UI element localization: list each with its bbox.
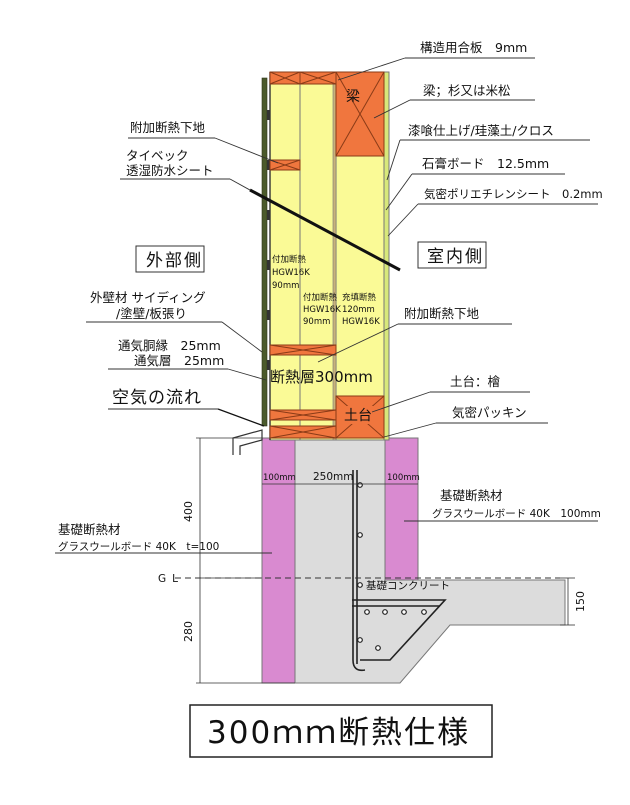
tag-cavity-2: 120mm: [342, 305, 375, 315]
flashing: [232, 429, 263, 455]
tag-inner-1: 付加断熱: [303, 292, 338, 303]
dim-400: 400: [182, 501, 195, 522]
air-flow-arrow: [217, 408, 265, 427]
dim-150-line: [560, 577, 575, 626]
extra-base-mid-label: 附加断熱下地: [404, 306, 480, 321]
exterior-finish: [261, 77, 268, 427]
gl-label: GL: [158, 573, 184, 585]
foundation-insul-right-label-1: 基礎断熱材: [440, 488, 503, 503]
interior-side-box: [417, 241, 487, 269]
rebar: [352, 470, 447, 672]
gypsum-board: [383, 71, 390, 441]
air-flow-label: 空気の流れ: [112, 388, 202, 408]
beam-label: 梁: [346, 89, 362, 105]
dim-100-right: 100mm: [387, 473, 420, 483]
tag-inner-2: HGW16K: [303, 305, 341, 315]
leader-siding-2: [221, 321, 263, 353]
tag-cavity-3: HGW16K: [342, 317, 380, 327]
tag-outer-1: 付加断熱: [272, 254, 307, 265]
leader-extra-base-top-2: [214, 137, 279, 164]
beam: [335, 71, 385, 157]
leader-beam-2: [373, 99, 411, 119]
siding-label-1: 外壁材 サイディング: [90, 290, 206, 305]
beam-spec-label: 梁；杉又は米松: [423, 83, 511, 98]
leader-packing-2: [383, 422, 437, 438]
dim-150: 150: [574, 591, 587, 612]
leader-plaster-2: [386, 139, 401, 181]
insulation-tag-cavity: 充填断熱 120mm HGW16K: [342, 292, 380, 327]
dim-280: 280: [182, 621, 195, 642]
exterior-side-label: 外部側: [146, 251, 203, 271]
sill-spec-label: 土台：檜: [450, 374, 501, 389]
extra-base-top-label: 附加断熱下地: [130, 120, 206, 135]
extra-insulation-inner: [299, 71, 337, 441]
siding-label-2: /塗壁/板張り: [116, 306, 187, 321]
tag-inner-3: 90mm: [303, 317, 330, 327]
page-title: 300ｍｍ断熱仕様: [207, 715, 470, 751]
tyvek-arrow: [249, 188, 401, 272]
air-layer-label: 通気層 25mm: [134, 353, 224, 368]
insulation-tag-outer: 付加断熱 HGW16K 90mm: [272, 254, 310, 291]
tag-cavity-1: 充填断熱: [342, 292, 377, 303]
sill-label-box: [341, 406, 379, 424]
dim-250: 250mm: [313, 471, 354, 483]
leader-sill-2: [371, 391, 431, 413]
airtight-sheet-label: 気密ポリエチレンシート 0.2mm: [424, 187, 603, 201]
foundation-insul-left-label-1: 基礎断熱材: [58, 522, 121, 537]
leader-plywood-2: [337, 57, 406, 81]
furring-label: 通気胴縁 25mm: [118, 338, 221, 353]
tyvek-label-1: タイベック: [126, 148, 189, 163]
plywood-label: 構造用合板 9mm: [420, 40, 527, 55]
concrete-label: 基礎コンクリート: [366, 579, 450, 592]
insulation-layer-label: 断熱層300mm: [270, 368, 373, 386]
sill-label: 土台: [344, 408, 372, 424]
insulation-tag-inner: 付加断熱 HGW16K 90mm: [303, 292, 341, 327]
interior-side-label: 室内側: [427, 247, 484, 267]
foundation-insul-right-label-2: グラスウールボード 40K 100mm: [432, 507, 601, 520]
leader-gypsum-2: [385, 173, 413, 211]
leader-airtight-2: [387, 203, 419, 237]
gypsum-label: 石膏ボード 12.5mm: [422, 156, 549, 171]
dim-100-left: 100mm: [263, 473, 296, 483]
foundation-insulation-left: [261, 437, 296, 684]
exterior-side-box: [135, 245, 205, 273]
packing-label: 気密パッキン: [452, 405, 527, 420]
tag-outer-2: HGW16K: [272, 268, 310, 278]
extra-base-lower-timbers: [269, 344, 337, 439]
leader-air-layer-2: [227, 368, 267, 381]
furring-battens: [267, 110, 270, 370]
foundation-insulation-right: [384, 437, 419, 581]
foundation-insul-left-label-2: グラスウールボード 40K t=100: [58, 540, 219, 553]
tyvek-label-2: 透湿防水シート: [126, 163, 214, 178]
plaster-label: 漆喰仕上げ/珪藻土/クロス: [408, 123, 554, 138]
extra-insulation-top-timbers: [269, 71, 337, 85]
tag-outer-3: 90mm: [272, 281, 299, 291]
leader-extra-base-mid-2: [317, 323, 399, 363]
title-box: [189, 704, 493, 758]
